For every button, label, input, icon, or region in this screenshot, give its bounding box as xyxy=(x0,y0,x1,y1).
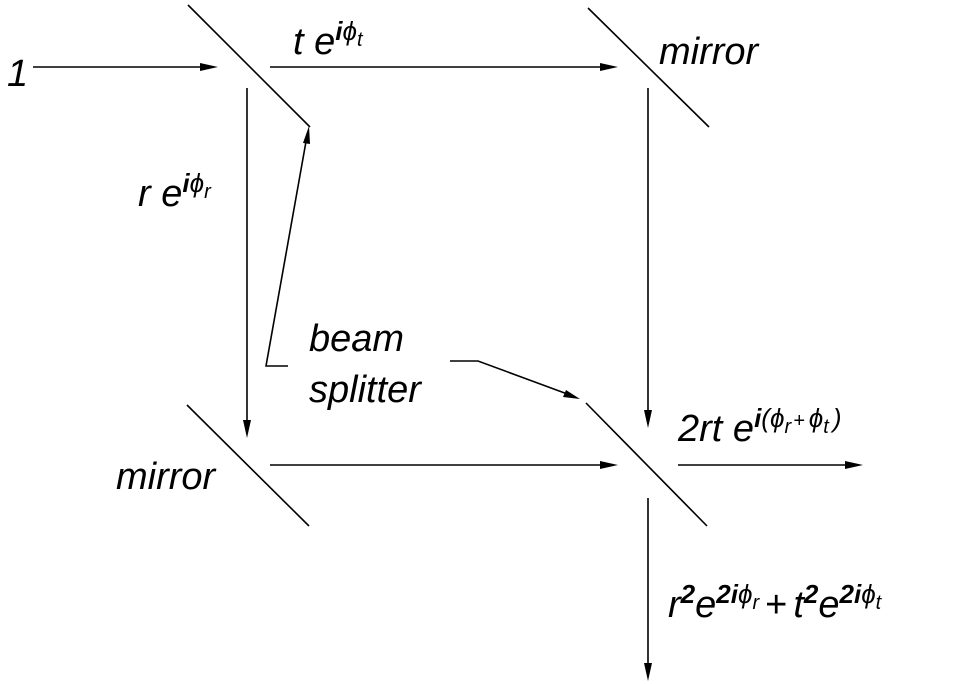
beam-splitter-input xyxy=(187,4,311,128)
bottom-horizontal-beam-arrowhead xyxy=(600,461,618,469)
beam-splitter-label-line2: splitter xyxy=(309,369,422,411)
right-vertical-beam-arrowhead xyxy=(644,410,652,428)
beam-splitter-leader-right-arrowhead xyxy=(563,390,580,399)
mirror-bottom-label: mirror xyxy=(116,456,217,498)
mirror-top-right xyxy=(587,7,710,128)
output-right-beam-arrowhead xyxy=(845,461,863,469)
transmitted-beam-arrowhead xyxy=(600,63,618,71)
transmitted-amplitude-label: t eiϕt xyxy=(293,16,364,63)
mirror-top-label: mirror xyxy=(659,31,760,73)
beam-splitter-leader-right xyxy=(450,360,571,396)
beam-splitter-leader-left-arrowhead xyxy=(303,126,310,144)
beam-splitter-output xyxy=(585,402,708,527)
output-right-amplitude-label: 2rt ei(ϕr+ϕt) xyxy=(677,403,842,450)
input-amplitude-label: 1 xyxy=(7,53,28,95)
beam-splitter-leader-left xyxy=(265,135,308,367)
input-beam-arrowhead xyxy=(200,63,218,71)
beam-splitter-label-line1: beam xyxy=(309,318,404,360)
output-down-beam-arrowhead xyxy=(644,663,652,681)
output-down-amplitude-label: r2e2iϕr+t2e2iϕt xyxy=(668,579,883,626)
mirror-bottom-left xyxy=(186,404,310,527)
reflected-amplitude-label: r eiϕr xyxy=(138,168,212,215)
reflected-beam-arrowhead xyxy=(243,420,251,438)
